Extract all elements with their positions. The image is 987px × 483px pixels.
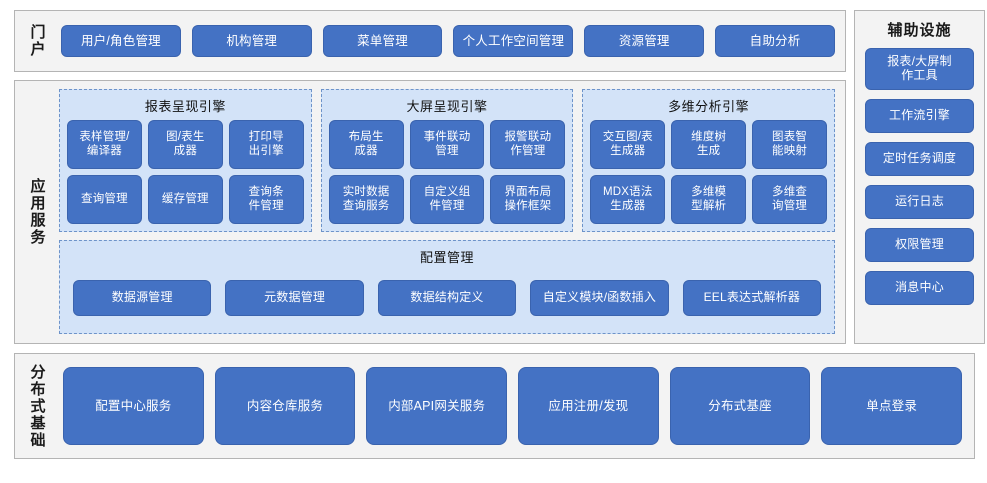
group-title-report-rendering-engine: 报表呈现引擎	[144, 99, 226, 114]
portal-label: 门户	[28, 24, 46, 58]
application-services-label: 应用服务	[28, 178, 46, 246]
aux-item-message-center[interactable]: 消息中心	[865, 271, 974, 305]
group-title-multidimensional-analysis-engine: 多维分析引擎	[668, 99, 750, 114]
group-grid-multidimensional-analysis-engine: 交互图/表 生成器 维度树 生成 图表智 能映射 MDX语法 生成器 多维模 型…	[590, 120, 828, 224]
item-query-management[interactable]: 查询管理	[67, 175, 142, 224]
base-item-app-registration-discovery[interactable]: 应用注册/发现	[518, 367, 659, 445]
aux-facilities-list: 报表/大屏制 作工具 工作流引擎 定时任务调度 运行日志 权限管理 消息中心	[865, 48, 974, 305]
left-column: 门户 用户/角色管理 机构管理 菜单管理 个人工作空间管理 资源管理 自助分析 …	[14, 10, 846, 344]
portal-item-org-management[interactable]: 机构管理	[191, 25, 312, 57]
item-metadata-management[interactable]: 元数据管理	[225, 279, 364, 316]
aux-item-workflow-engine[interactable]: 工作流引擎	[865, 99, 974, 133]
item-custom-module-function-insert[interactable]: 自定义模块/函数插入	[530, 279, 669, 316]
engine-row: 报表呈现引擎 表样管理/ 编译器 图/表生 成器 打印导 出引擎 查询管理 缓存…	[59, 89, 836, 232]
application-services-region: 应用服务 报表呈现引擎 表样管理/ 编译器 图/表生 成器 打印导 出引擎 查询…	[14, 80, 846, 344]
portal-item-personal-workspace-management[interactable]: 个人工作空间管理	[453, 25, 574, 57]
item-form-template-management-compiler[interactable]: 表样管理/ 编译器	[67, 120, 142, 169]
aux-item-report-dashboard-authoring-tool[interactable]: 报表/大屏制 作工具	[865, 48, 974, 90]
group-large-screen-rendering-engine: 大屏呈现引擎 布局生 成器 事件联动 管理 报警联动 作管理 实时数据 查询服务…	[320, 89, 574, 232]
portal-item-self-service-analysis[interactable]: 自助分析	[715, 25, 835, 57]
item-data-structure-definition[interactable]: 数据结构定义	[377, 279, 517, 316]
base-item-content-repository-service[interactable]: 内容仓库服务	[214, 367, 356, 445]
group-configuration-management: 配置管理 数据源管理 元数据管理 数据结构定义 自定义模块/函数插入 EEL表达…	[59, 240, 835, 334]
portal-region: 门户 用户/角色管理 机构管理 菜单管理 个人工作空间管理 资源管理 自助分析	[14, 10, 846, 72]
configuration-button-row: 数据源管理 元数据管理 数据结构定义 自定义模块/函数插入 EEL表达式解析器	[67, 271, 827, 324]
distributed-base-label: 分布式基础	[28, 363, 46, 449]
item-realtime-data-query-service[interactable]: 实时数据 查询服务	[328, 175, 404, 224]
aux-item-permission-management[interactable]: 权限管理	[865, 228, 974, 262]
base-item-config-center-service[interactable]: 配置中心服务	[63, 367, 204, 445]
item-chart-table-generator[interactable]: 图/表生 成器	[147, 120, 223, 169]
group-report-rendering-engine: 报表呈现引擎 表样管理/ 编译器 图/表生 成器 打印导 出引擎 查询管理 缓存…	[59, 89, 312, 232]
item-chart-smart-mapping[interactable]: 图表智 能映射	[752, 120, 828, 169]
group-title-configuration-management: 配置管理	[419, 250, 474, 265]
item-event-linkage-management[interactable]: 事件联动 管理	[409, 120, 485, 169]
portal-item-menu-management[interactable]: 菜单管理	[322, 25, 443, 57]
distributed-base-button-row: 配置中心服务 内容仓库服务 内部API网关服务 应用注册/发现 分布式基座 单点…	[59, 354, 974, 458]
item-mdx-syntax-generator[interactable]: MDX语法 生成器	[590, 175, 666, 224]
group-grid-report-rendering-engine: 表样管理/ 编译器 图/表生 成器 打印导 出引擎 查询管理 缓存管理 查询条 …	[67, 120, 304, 224]
base-item-single-sign-on[interactable]: 单点登录	[821, 367, 963, 445]
item-multidimensional-query-management[interactable]: 多维查 询管理	[752, 175, 828, 224]
distributed-base-region: 分布式基础 配置中心服务 内容仓库服务 内部API网关服务 应用注册/发现 分布…	[14, 353, 975, 459]
item-cache-management[interactable]: 缓存管理	[147, 175, 223, 224]
item-dimension-tree-generation[interactable]: 维度树 生成	[671, 120, 747, 169]
group-grid-large-screen-rendering-engine: 布局生 成器 事件联动 管理 报警联动 作管理 实时数据 查询服务 自定义组 件…	[328, 120, 566, 224]
item-ui-layout-operation-framework[interactable]: 界面布局 操作框架	[490, 175, 566, 224]
portal-item-resource-management[interactable]: 资源管理	[584, 25, 705, 57]
item-query-condition-management[interactable]: 查询条 件管理	[228, 175, 304, 224]
aux-facilities-title: 辅助设施	[887, 22, 952, 39]
item-eel-expression-parser[interactable]: EEL表达式解析器	[682, 279, 822, 316]
portal-button-row: 用户/角色管理 机构管理 菜单管理 个人工作空间管理 资源管理 自助分析	[59, 11, 845, 71]
aux-item-runtime-log[interactable]: 运行日志	[865, 185, 974, 219]
aux-item-scheduled-task-scheduler[interactable]: 定时任务调度	[865, 142, 974, 176]
base-item-distributed-foundation[interactable]: 分布式基座	[669, 367, 811, 445]
top-section: 门户 用户/角色管理 机构管理 菜单管理 个人工作空间管理 资源管理 自助分析 …	[14, 10, 985, 344]
portal-item-user-role-management[interactable]: 用户/角色管理	[61, 25, 181, 57]
application-services-body: 报表呈现引擎 表样管理/ 编译器 图/表生 成器 打印导 出引擎 查询管理 缓存…	[59, 81, 845, 343]
aux-facilities-region: 辅助设施 报表/大屏制 作工具 工作流引擎 定时任务调度 运行日志 权限管理 消…	[854, 10, 985, 344]
item-print-export-engine[interactable]: 打印导 出引擎	[228, 120, 304, 169]
item-interactive-chart-table-generator[interactable]: 交互图/表 生成器	[590, 120, 666, 169]
group-title-large-screen-rendering-engine: 大屏呈现引擎	[406, 99, 488, 114]
item-multidimensional-model-parsing[interactable]: 多维模 型解析	[671, 175, 747, 224]
item-custom-component-management[interactable]: 自定义组 件管理	[409, 175, 485, 224]
base-item-internal-api-gateway-service[interactable]: 内部API网关服务	[366, 367, 508, 445]
group-multidimensional-analysis-engine: 多维分析引擎 交互图/表 生成器 维度树 生成 图表智 能映射 MDX语法 生成…	[582, 89, 836, 232]
item-datasource-management[interactable]: 数据源管理	[73, 279, 212, 316]
item-layout-generator[interactable]: 布局生 成器	[328, 120, 404, 169]
item-alarm-linkage-action-management[interactable]: 报警联动 作管理	[490, 120, 566, 169]
